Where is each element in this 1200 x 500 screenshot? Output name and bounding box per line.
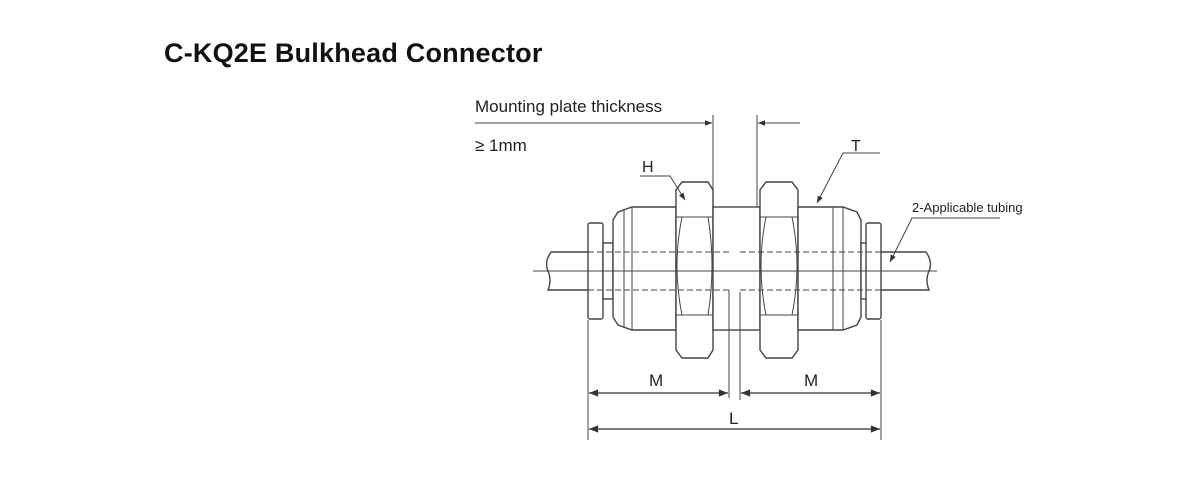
dim-m-right: M — [804, 371, 818, 390]
label-h: H — [642, 159, 654, 176]
dimension-extension-lines — [587, 290, 882, 440]
nut-right — [759, 181, 799, 359]
threaded-body — [712, 206, 761, 331]
body-right — [797, 206, 862, 331]
plate-thickness-dimension — [475, 115, 800, 210]
label-t: T — [851, 138, 861, 155]
plate-min-label: ≥ 1mm — [475, 136, 527, 155]
plate-thickness-label: Mounting plate thickness — [475, 97, 662, 116]
dim-l: L — [729, 409, 738, 428]
leader-t — [816, 152, 880, 204]
nut-left — [675, 181, 714, 359]
page-title: C-KQ2E Bulkhead Connector — [164, 38, 543, 68]
tubing-label: 2-Applicable tubing — [912, 200, 1023, 215]
dim-m-left: M — [649, 371, 663, 390]
leader-tubing — [889, 217, 1000, 263]
body-left — [612, 206, 677, 331]
leader-h — [640, 175, 686, 201]
tube-hidden-lines — [588, 251, 881, 291]
